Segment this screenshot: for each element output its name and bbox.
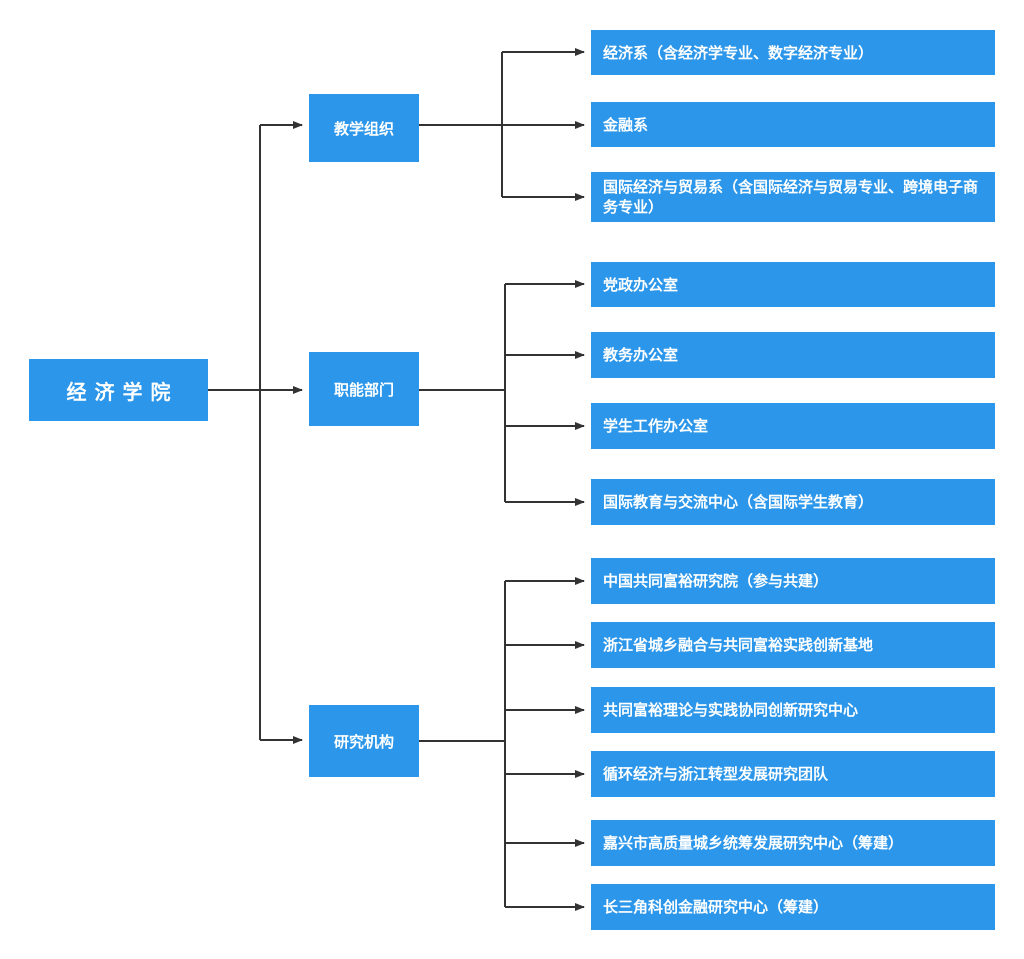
leaf-academic-office: 教务办公室 <box>591 332 995 378</box>
leaf-label: 共同富裕理论与实践协同创新研究中心 <box>603 701 859 719</box>
group-node-teaching: 教学组织 <box>309 94 419 162</box>
leaf-intl-education-center: 国际教育与交流中心（含国际学生教育） <box>591 479 995 525</box>
leaf-label: 党政办公室 <box>603 275 679 294</box>
group-node-functional: 职能部门 <box>309 352 419 426</box>
leaf-circular-economy-team: 循环经济与浙江转型发展研究团队 <box>591 751 995 797</box>
leaf-label: 嘉兴市高质量城乡统筹发展研究中心（筹建） <box>603 834 904 852</box>
leaf-label: 经济系（含经济学专业、数字经济专业） <box>603 43 874 62</box>
leaf-label: 中国共同富裕研究院（参与共建） <box>603 572 829 590</box>
group-label: 教学组织 <box>333 119 394 138</box>
leaf-label: 教务办公室 <box>603 346 679 364</box>
leaf-common-prosperity-institute: 中国共同富裕研究院（参与共建） <box>591 558 995 604</box>
leaf-intl-trade-dept: 国际经济与贸易系（含国际经济与贸易专业、跨境电子商务专业） <box>591 172 995 222</box>
group-label: 职能部门 <box>333 380 394 399</box>
leaf-label: 国际经济与贸易系（含国际经济与贸易专业、跨境电子商务专业） <box>603 178 979 216</box>
leaf-party-office: 党政办公室 <box>591 262 995 307</box>
leaf-yangtze-finance-center: 长三角科创金融研究中心（筹建） <box>591 884 995 930</box>
root-label: 经济学院 <box>66 379 179 404</box>
leaf-economics-dept: 经济系（含经济学专业、数字经济专业） <box>591 30 995 75</box>
leaf-label: 金融系 <box>603 115 649 134</box>
leaf-urban-rural-base: 浙江省城乡融合与共同富裕实践创新基地 <box>591 622 995 668</box>
leaf-label: 学生工作办公室 <box>603 417 709 435</box>
leaf-jiaxing-center: 嘉兴市高质量城乡统筹发展研究中心（筹建） <box>591 820 995 866</box>
leaf-label: 国际教育与交流中心（含国际学生教育） <box>603 493 874 511</box>
group-label: 研究机构 <box>333 732 394 751</box>
leaf-label: 循环经济与浙江转型发展研究团队 <box>603 765 829 783</box>
leaf-student-office: 学生工作办公室 <box>591 403 995 449</box>
leaf-innovation-center: 共同富裕理论与实践协同创新研究中心 <box>591 687 995 733</box>
group-node-research: 研究机构 <box>309 705 419 777</box>
leaf-label: 浙江省城乡融合与共同富裕实践创新基地 <box>603 636 874 654</box>
leaf-label: 长三角科创金融研究中心（筹建） <box>603 898 829 916</box>
leaf-finance-dept: 金融系 <box>591 102 995 147</box>
root-node: 经济学院 <box>29 359 208 421</box>
